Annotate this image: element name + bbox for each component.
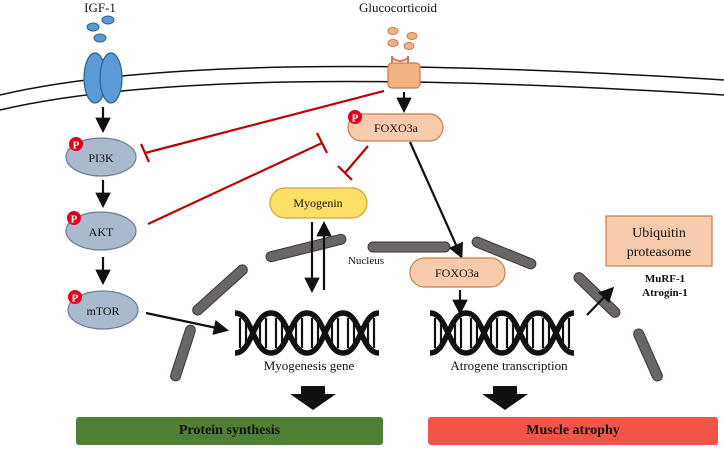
glucocorticoid-receptor <box>387 56 421 89</box>
foxo3a-cytoplasm-label: FOXO3a <box>374 121 419 135</box>
svg-text:P: P <box>71 214 78 226</box>
igf1-receptor <box>83 52 123 104</box>
svg-text:P: P <box>73 140 80 152</box>
glucocorticoid-ligands <box>387 27 418 50</box>
ubiquitin-label-line1: Ubiquitin <box>632 226 686 241</box>
protein-synthesis-outcome: Protein synthesis <box>76 417 383 445</box>
svg-text:P: P <box>72 293 79 305</box>
myogenesis-dna-icon <box>235 313 379 353</box>
atrogene-transcription-label: Atrogene transcription <box>450 358 568 373</box>
myogenin-node: Myogenin <box>269 187 368 219</box>
myogenin-label: Myogenin <box>293 196 342 210</box>
svg-text:P: P <box>352 113 359 125</box>
atrophy-block-arrow <box>482 386 528 410</box>
mtor-label: mTOR <box>86 304 119 318</box>
activation-arrows <box>95 92 615 335</box>
pi3k-label: PI3K <box>88 151 114 165</box>
myogenesis-gene-label: Myogenesis gene <box>264 358 355 373</box>
protein-synthesis-label: Protein synthesis <box>178 423 281 438</box>
atrogin1-label: Atrogin-1 <box>642 287 688 299</box>
phospho-badge-mtor <box>68 290 82 304</box>
nucleus-label: Nucleus <box>348 255 384 267</box>
mtor-node: mTOR P <box>67 290 139 330</box>
protein-block-arrow <box>290 386 336 410</box>
foxo3a-nucleus-label: FOXO3a <box>435 266 480 280</box>
glucocorticoid-label: Glucocorticoid <box>359 0 437 15</box>
cell-membrane <box>0 65 724 111</box>
akt-label: AKT <box>89 225 114 239</box>
phospho-badge-pi3k <box>69 137 83 151</box>
muscle-atrophy-outcome: Muscle atrophy <box>428 417 718 445</box>
foxo3a-nucleus-node: FOXO3a <box>409 257 506 288</box>
ubiquitin-proteasome-box: Ubiquitin proteasome <box>605 215 713 267</box>
murf1-label: MuRF-1 <box>645 273 685 285</box>
nucleus-envelope <box>170 233 663 382</box>
atrogene-dna-icon <box>430 313 574 353</box>
ubiquitin-label-line2: proteasome <box>627 245 692 260</box>
igf1-label: IGF-1 <box>84 0 116 15</box>
pi3k-node: PI3K P <box>65 137 137 177</box>
akt-node: AKT P <box>65 211 137 251</box>
muscle-atrophy-label: Muscle atrophy <box>526 423 620 438</box>
phospho-badge-akt <box>67 211 81 225</box>
foxo3a-cytoplasm-node: FOXO3a P <box>347 110 444 142</box>
inhibition-lines <box>139 89 385 225</box>
igf1-ligands <box>86 15 115 43</box>
phospho-badge-foxo3a <box>348 110 362 124</box>
